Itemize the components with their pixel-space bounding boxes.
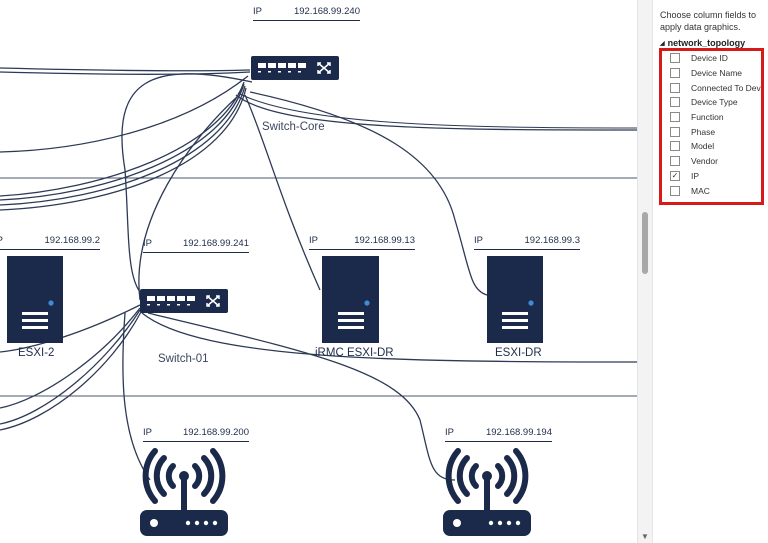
esxi2-name: ESXI-2: [18, 347, 55, 359]
esxidr-name: ESXI-DR: [495, 347, 542, 359]
ip-key: IP: [474, 235, 483, 246]
field-item[interactable]: Device Name: [662, 66, 761, 81]
diagram-canvas[interactable]: IP 192.168.99.240 Switch-Core: [0, 0, 637, 543]
field-checkbox[interactable]: [670, 126, 680, 137]
ip-label-irmc: IP 192.168.99.13: [309, 235, 415, 250]
field-label: Connected To Devi: [691, 82, 763, 93]
field-checkbox[interactable]: [670, 82, 680, 93]
field-item[interactable]: Phase: [662, 124, 761, 139]
irmc-name: iRMC ESXI-DR: [315, 347, 394, 359]
field-item[interactable]: ✓ IP: [662, 169, 761, 184]
field-checkbox[interactable]: [670, 185, 680, 196]
ip-key: IP: [143, 238, 152, 249]
ip-value: 192.168.99.241: [182, 238, 249, 249]
ip-value: 192.168.99.240: [293, 6, 360, 17]
data-graphics-panel: Choose column fields to apply data graph…: [652, 0, 768, 543]
router-left-icon[interactable]: [140, 446, 228, 536]
ip-key: IP: [143, 427, 152, 438]
collapse-caret-icon[interactable]: ◢: [660, 41, 665, 47]
server-irmc-icon[interactable]: [322, 256, 379, 343]
field-label: Device Type: [691, 97, 738, 108]
table-node[interactable]: ◢network_topology: [660, 38, 745, 48]
ip-label-router-left: IP 192.168.99.200: [143, 427, 249, 442]
switch-01-device[interactable]: [140, 289, 228, 313]
ip-key: IP: [0, 235, 3, 246]
field-item[interactable]: Vendor: [662, 154, 761, 169]
field-label: Phase: [691, 126, 716, 137]
field-label: Device ID: [691, 53, 728, 64]
router-right-icon[interactable]: [443, 446, 531, 536]
field-label: Vendor: [691, 156, 718, 167]
field-checkbox[interactable]: [670, 141, 680, 152]
ip-value: 192.168.99.200: [182, 427, 249, 438]
vertical-scrollbar[interactable]: ▼: [637, 0, 653, 543]
field-label: IP: [691, 170, 700, 181]
field-label: Model: [691, 141, 715, 152]
ip-label-switch-core: IP 192.168.99.240: [253, 6, 360, 21]
ip-label-switch-01: IP 192.168.99.241: [143, 238, 249, 253]
panel-description: Choose column fields to apply data graph…: [660, 10, 757, 32]
field-label: MAC: [691, 185, 710, 196]
server-esxidr-icon[interactable]: [487, 256, 543, 343]
switch-icon: [140, 289, 228, 313]
field-checkbox[interactable]: ✓: [670, 170, 680, 181]
field-item[interactable]: Function: [662, 110, 761, 125]
field-item[interactable]: MAC: [662, 183, 761, 198]
switch-01-name: Switch-01: [158, 353, 209, 365]
field-label: Device Name: [691, 68, 743, 79]
field-checkbox[interactable]: [670, 156, 680, 167]
ip-value: 192.168.99.13: [354, 235, 415, 246]
table-name: network_topology: [667, 38, 746, 48]
field-label: Function: [691, 112, 724, 123]
ip-value: 192.168.99.2: [44, 235, 100, 246]
ip-key: IP: [253, 6, 262, 17]
scroll-down-arrow-icon[interactable]: ▼: [641, 532, 649, 541]
switch-icon: [251, 56, 339, 80]
switch-core-device[interactable]: [251, 56, 339, 82]
connector-lines: [0, 67, 637, 481]
scrollbar-thumb[interactable]: [642, 212, 648, 274]
ip-label-router-right: IP 192.168.99.194: [445, 427, 552, 442]
field-item[interactable]: Connected To Devi: [662, 80, 761, 95]
field-checkbox[interactable]: [670, 53, 680, 64]
ip-key: IP: [445, 427, 454, 438]
field-item[interactable]: Device ID: [662, 51, 761, 66]
ip-label-esxi2: IP 192.168.99.2: [0, 235, 100, 250]
ip-label-esxidr: IP 192.168.99.3: [474, 235, 580, 250]
field-checkbox[interactable]: [670, 112, 680, 123]
server-esxi2-icon[interactable]: [7, 256, 63, 343]
field-item[interactable]: Device Type: [662, 95, 761, 110]
field-checkbox[interactable]: [670, 68, 680, 79]
field-checkbox[interactable]: [670, 97, 680, 108]
ip-value: 192.168.99.3: [524, 235, 580, 246]
switch-core-name: Switch-Core: [262, 121, 325, 133]
ip-key: IP: [309, 235, 318, 246]
ip-value: 192.168.99.194: [485, 427, 552, 438]
field-item[interactable]: Model: [662, 139, 761, 154]
